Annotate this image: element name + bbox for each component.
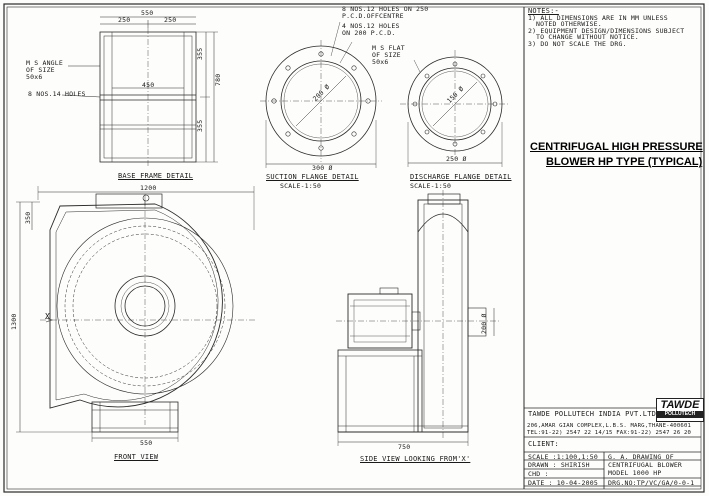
suction-scale: SCALE-1:50 [280,182,322,190]
notes-heading: NOTES:- [528,7,559,15]
company-name: TAWDE POLLUTECH INDIA PVT.LTD. [528,410,661,418]
tb-date: DATE : 10-04-2005 [528,479,598,487]
tb-chd: CHD : [528,470,549,478]
company-logo: TAWDE POLLUTECH [656,398,704,422]
note-item-3: 3) DO NOT SCALE THE DRG. [528,40,627,48]
front-axis-label: X [45,312,51,321]
logo-name: TAWDE [660,399,700,411]
tb-drawing-title-1: G. A. DRAWING OF [608,453,674,461]
base-dim-h3: 355 [196,119,204,132]
front-view-caption: FRONT VIEW [114,453,159,461]
base-frame-caption: BASE FRAME DETAIL [118,172,194,180]
company-address: 206,AMAR GIAN COMPLEX,L.B.S. MARG,THANE-… [527,423,692,429]
tb-scale: SCALE :1:100,1:50 [528,453,598,461]
front-dim-width: 1200 [140,184,157,192]
base-dim-right: 250 [164,16,177,24]
suction-dim-outer: 300 Ø [312,164,333,172]
side-dim-base: 750 [398,443,411,451]
note-item-2b: TO CHANGE WITHOUT NOTICE. [536,33,639,41]
base-dim-left: 250 [118,16,131,24]
tb-drawing-title-3: MODEL 1000 HP [608,469,662,477]
base-dim-h1: 355 [196,47,204,60]
base-note-holes: 8 NOS.14 HOLES [28,90,86,98]
note-item-2: 2) EQUIPMENT DESIGN/DIMENSIONS SUBJECT [528,27,685,35]
note-item-1: 1) ALL DIMENSIONS ARE IN MM UNLESS [528,14,668,22]
front-dim-top: 350 [24,211,32,224]
discharge-caption: DISCHARGE FLANGE DETAIL [410,173,512,181]
side-dim-outlet: 200 Ø [480,313,488,334]
main-title-line-1: CENTRIFUGAL HIGH PRESSURE [530,141,703,153]
base-note-angle: M S ANGLE OF SIZE 50x6 [26,59,64,81]
suction-note-holes-1: 8 NOS.12 HOLES ON 250 P.C.D.OFFCENTRE [342,5,429,20]
discharge-scale: SCALE-1:50 [410,182,452,190]
logo-sub: POLLUTECH [657,411,703,418]
base-dim-top: 550 [141,9,154,17]
company-phone: TEL:91-22) 2547 22 14/15 FAX:91-22) 2547… [527,430,692,436]
tb-drawing-no: DRG.NO:TP/VC/GA/0-0-1 [608,479,695,487]
front-dim-base: 550 [140,439,153,447]
drawing-main-title: CENTRIFUGAL HIGH PRESSURE BLOWER HP TYPE… [530,140,703,170]
tb-drawing-title-2: CENTRIFUGAL BLOWER [608,461,683,469]
base-dim-h2: 780 [214,73,222,86]
tb-drawn: DRAWN : SHIRISH [528,461,590,469]
client-label: CLIENT: [528,440,559,448]
discharge-dim-outer: 250 Ø [446,155,467,163]
note-item-1b: NOTED OTHERWISE. [536,20,602,28]
suction-note-holes-2: 4 NOS.12 HOLES ON 200 P.C.D. [342,22,400,37]
main-title-line-2: BLOWER HP TYPE (TYPICAL) [546,156,703,168]
base-dim-center: 450 [142,81,155,89]
side-view-caption: SIDE VIEW LOOKING FROM'X' [360,455,471,463]
front-dim-height: 1300 [10,313,18,330]
suction-caption: SUCTION FLANGE DETAIL [266,173,359,181]
discharge-note-flat: M S FLAT OF SIZE 50x6 [372,44,405,66]
